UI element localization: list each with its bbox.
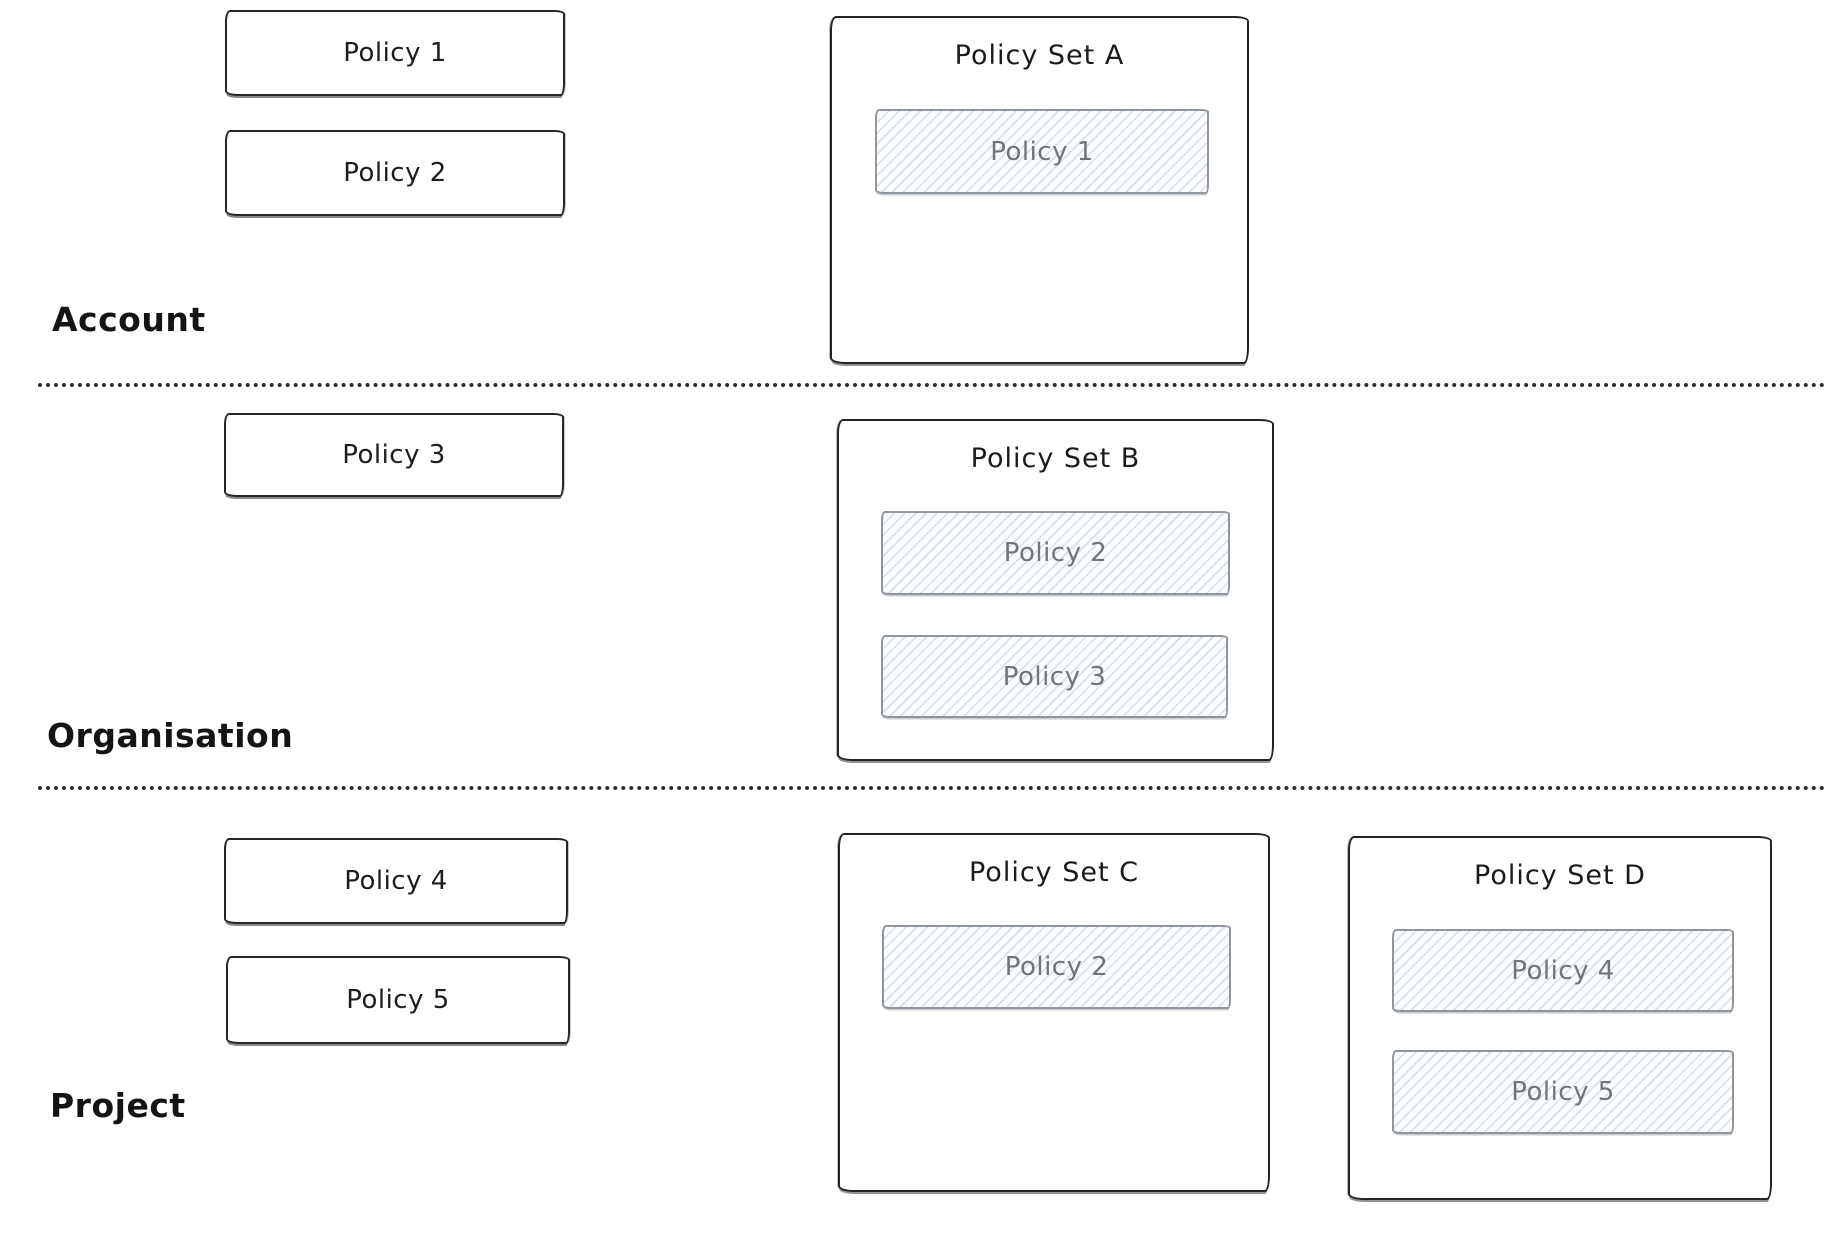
- policy-label: Policy 2: [343, 158, 447, 188]
- policy-set-c-member-policy-2: Policy 2: [882, 925, 1231, 1009]
- policy-box-policy-4: Policy 4: [224, 838, 568, 924]
- policy-set-d: Policy Set D Policy 4 Policy 5: [1348, 836, 1772, 1200]
- policy-box-policy-3: Policy 3: [224, 413, 564, 497]
- policy-set-d-member-policy-5: Policy 5: [1392, 1050, 1734, 1134]
- policy-label: Policy 1: [343, 38, 447, 68]
- member-label: Policy 5: [1511, 1077, 1615, 1107]
- section-divider: [38, 383, 1826, 387]
- policy-box-policy-1: Policy 1: [225, 10, 565, 96]
- policy-set-a-member-policy-1: Policy 1: [875, 109, 1209, 194]
- section-label-organisation: Organisation: [47, 716, 294, 755]
- policy-label: Policy 5: [346, 985, 450, 1015]
- policy-set-a: Policy Set A Policy 1: [830, 16, 1249, 364]
- section-divider: [38, 786, 1826, 790]
- policy-set-title: Policy Set A: [954, 40, 1125, 71]
- policy-label: Policy 4: [344, 866, 448, 896]
- policy-set-c: Policy Set C Policy 2: [838, 833, 1270, 1192]
- policy-set-b: Policy Set B Policy 2 Policy 3: [837, 419, 1274, 761]
- section-label-project: Project: [50, 1086, 186, 1125]
- policy-set-title: Policy Set C: [968, 857, 1140, 888]
- section-label-account: Account: [52, 300, 206, 339]
- policy-set-title: Policy Set D: [1474, 860, 1646, 891]
- member-label: Policy 2: [1003, 538, 1108, 568]
- policy-set-d-member-policy-4: Policy 4: [1392, 929, 1734, 1012]
- policy-set-title: Policy Set B: [970, 443, 1141, 474]
- member-label: Policy 4: [1511, 955, 1615, 986]
- policy-set-b-member-policy-3: Policy 3: [881, 635, 1228, 718]
- policy-box-policy-5: Policy 5: [226, 956, 570, 1044]
- policy-label: Policy 3: [342, 440, 446, 470]
- member-label: Policy 3: [1002, 661, 1107, 692]
- policy-set-b-member-policy-2: Policy 2: [881, 511, 1230, 595]
- member-label: Policy 1: [990, 136, 1094, 167]
- policy-box-policy-2: Policy 2: [225, 130, 565, 216]
- member-label: Policy 2: [1004, 952, 1109, 982]
